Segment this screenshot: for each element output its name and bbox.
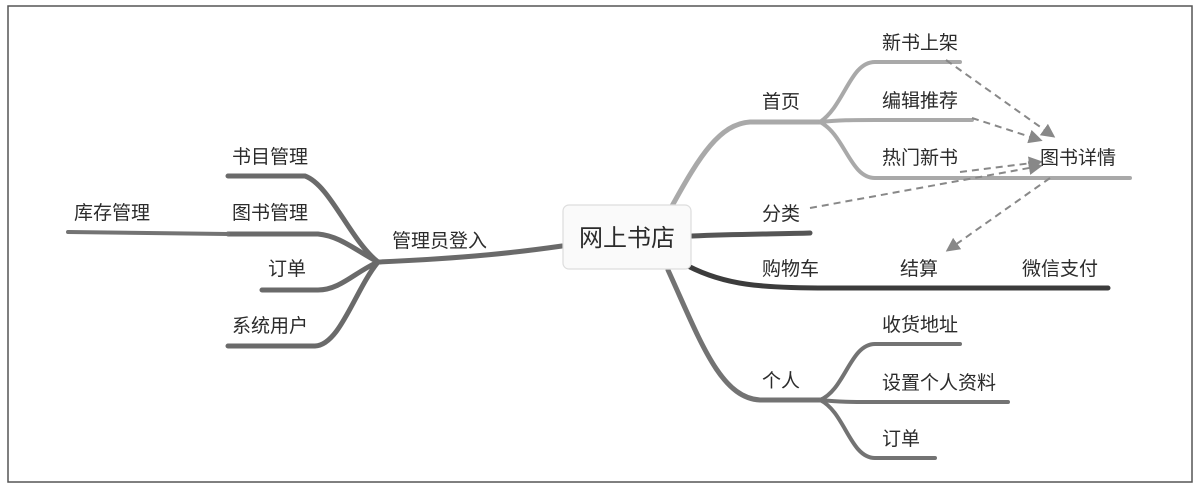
node-orders-admin: 订单 [268, 258, 306, 280]
node-book-management: 图书管理 [232, 202, 308, 224]
node-home: 首页 [762, 91, 800, 113]
node-catalog-management: 书目管理 [232, 146, 308, 168]
edge-home-hot [818, 120, 1132, 180]
edge-personal-profile [818, 398, 1010, 404]
edge-admin-users [225, 259, 381, 349]
edge-root-home [669, 119, 823, 209]
node-book-detail: 图书详情 [1040, 147, 1116, 169]
edge-book-inventory [66, 230, 230, 236]
edge-root-admin [375, 243, 565, 265]
edge-admin-catalog [225, 173, 381, 265]
relation-category-to-detail [809, 161, 1043, 209]
node-inventory-management: 库存管理 [74, 202, 150, 224]
edge-home-editor [818, 118, 974, 124]
edge-admin-orders [259, 259, 381, 293]
relation-detail-to-checkout [945, 177, 1051, 252]
node-orders-user: 订单 [882, 428, 920, 450]
edge-personal-address [818, 342, 962, 402]
edge-root-cart [685, 263, 1111, 291]
node-hot-new-books: 热门新书 [882, 147, 958, 169]
node-editor-picks: 编辑推荐 [882, 90, 958, 112]
relation-new-to-detail [945, 59, 1056, 138]
node-shipping-address: 收货地址 [882, 314, 958, 336]
relation-hot-to-detail [959, 156, 1043, 173]
edge-root-category [689, 230, 813, 239]
node-system-users: 系统用户 [232, 315, 308, 337]
node-personal: 个人 [762, 370, 800, 392]
edge-home-new [818, 60, 962, 124]
edge-root-personal [665, 267, 823, 403]
node-checkout: 结算 [900, 258, 938, 280]
node-category: 分类 [762, 203, 800, 225]
edge-admin-book [225, 231, 381, 265]
root-node-box [562, 204, 692, 270]
root-node-label: 网上书店 [579, 224, 675, 252]
node-cart: 购物车 [762, 258, 819, 280]
node-profile-settings: 设置个人资料 [882, 372, 996, 394]
node-admin-login: 管理员登入 [392, 230, 487, 252]
edge-personal-orders [818, 398, 937, 460]
node-new-books: 新书上架 [882, 32, 958, 54]
node-wechat-pay: 微信支付 [1022, 258, 1098, 280]
